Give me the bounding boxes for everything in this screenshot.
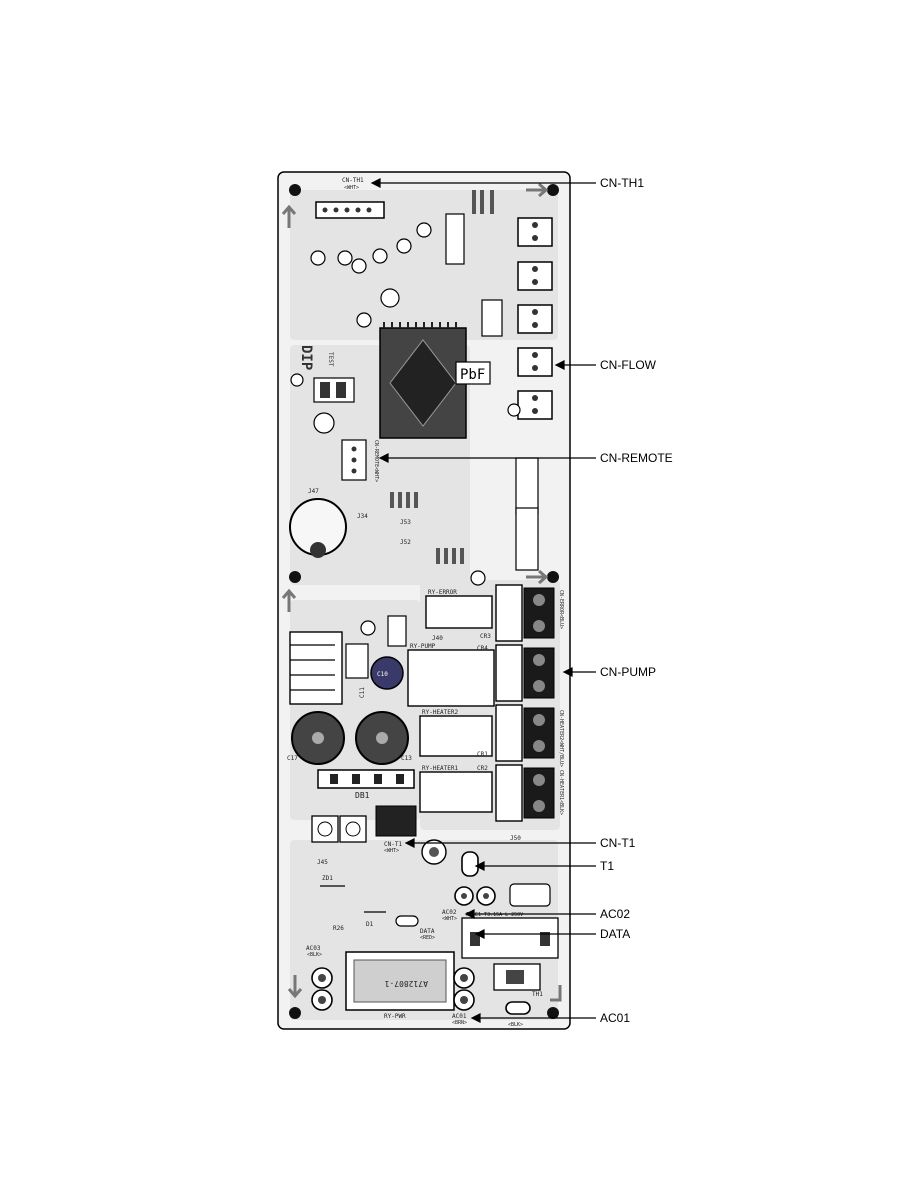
th1-silk: TH1 [532, 991, 543, 998]
j50-silk: J50 [510, 835, 521, 842]
ac03-color-silk: <BLK> [307, 952, 322, 958]
callout-ac02: AC02 [600, 907, 631, 921]
cn-heater2-silk: CN-HEATER2<WHT/BLU> [558, 710, 564, 767]
data-color-silk: <RED> [420, 935, 435, 941]
cn-remote-silk: CN-REMOTE<WHT> [373, 440, 379, 482]
callout-cn-flow: CN-FLOW [600, 358, 656, 372]
j40-silk: J40 [432, 635, 443, 642]
c13-silk: C13 [401, 755, 412, 762]
callout-ac01: AC01 [600, 1011, 631, 1025]
ac01-color-silk: <BRN> [452, 1020, 467, 1026]
cr4-silk: CR4 [477, 645, 488, 652]
j47-silk: J47 [308, 488, 319, 495]
blk-silk: <BLK> [508, 1022, 523, 1028]
cr1-silk: CR1 [477, 751, 488, 758]
c17-silk: C17 [287, 755, 298, 762]
cn-t1-silk: CN-T1 [384, 841, 402, 848]
cn-th1-silk: CN-TH1 [342, 177, 364, 184]
ry-heater1-silk: RY-HEATER1 [422, 765, 459, 772]
r26-silk: R26 [333, 925, 344, 932]
cn-heater1-silk: CN-HEATER1<BLK> [558, 770, 564, 815]
fuse-silk: FUSE1 T3.15A L 250V [466, 912, 523, 918]
c10-silk: C10 [377, 671, 388, 678]
callout-cn-remote: CN-REMOTE [600, 451, 673, 465]
j34-silk: J34 [357, 513, 368, 520]
ac02-color-silk: <WHT> [442, 916, 457, 922]
board-arrows [281, 182, 562, 1002]
cn-error-silk: CN-ERROR<BLU> [558, 590, 564, 629]
j52-silk: J52 [400, 539, 411, 546]
ry-pump-silk: RY-PUMP [410, 643, 436, 650]
ac01-silk: AC01 [452, 1013, 467, 1020]
callout-cn-th1: CN-TH1 [600, 176, 644, 190]
callout-data: DATA [600, 927, 631, 941]
ry-pwr-silk: RY-PWR [384, 1013, 406, 1020]
db1-silk: DB1 [355, 791, 370, 800]
ry-error-silk: RY-ERROR [428, 589, 457, 596]
j45-silk: J45 [317, 859, 328, 866]
d1-silk: D1 [366, 921, 374, 928]
dip-mark: DIP [298, 345, 314, 370]
j53-silk: J53 [400, 519, 411, 526]
c11-silk: C11 [359, 687, 366, 698]
callout-cn-pump: CN-PUMP [600, 665, 656, 679]
relay-code-silk: A712807-1 [384, 979, 428, 988]
callout-t1: T1 [600, 859, 615, 873]
test-mark: TEST [327, 352, 334, 367]
zd1-silk: ZD1 [322, 875, 333, 882]
data-silk: DATA [420, 928, 435, 935]
cr2-silk: CR2 [477, 765, 488, 772]
ac03-silk: AC03 [306, 945, 321, 952]
cn-th1-color-silk: <WHT> [344, 185, 359, 191]
callout-cn-t1: CN-T1 [600, 836, 636, 850]
mounting-holes [289, 184, 559, 1019]
callout-lines [370, 178, 596, 1023]
pbf-mark: PbF [460, 367, 485, 383]
ac02-silk: AC02 [442, 909, 457, 916]
ry-heater2-silk: RY-HEATER2 [422, 709, 459, 716]
cn-t1-color-silk: <WHT> [384, 848, 399, 854]
cr3-silk: CR3 [480, 633, 491, 640]
